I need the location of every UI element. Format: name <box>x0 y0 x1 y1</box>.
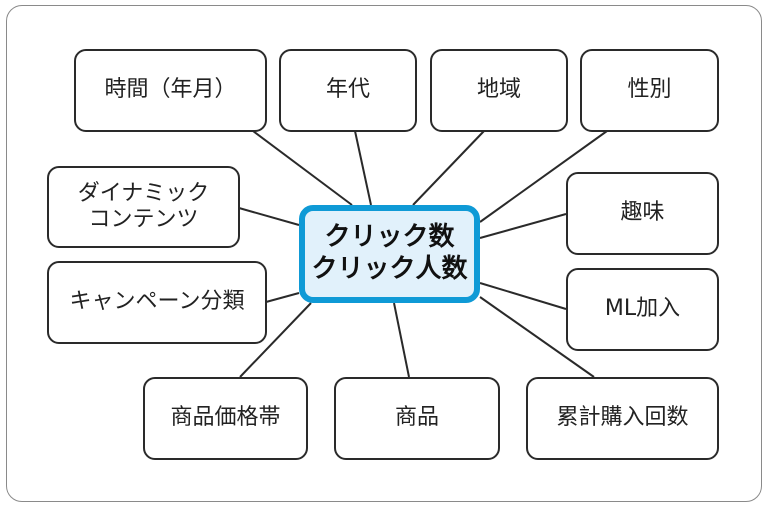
edge-product <box>393 302 410 378</box>
node-purchase-count: 累計購入回数 <box>526 377 719 460</box>
node-dynamic-content: ダイナミック コンテンツ <box>47 166 240 248</box>
edge-price-range <box>239 302 312 378</box>
node-product: 商品 <box>334 377 500 460</box>
edge-purchase-count <box>479 296 595 378</box>
edge-time <box>252 130 353 206</box>
node-campaign-category: キャンペーン分類 <box>47 261 267 344</box>
node-gender: 性別 <box>580 49 719 132</box>
edge-campaign-category <box>265 292 300 303</box>
edge-age <box>354 130 372 206</box>
edge-region <box>412 130 485 206</box>
node-region: 地域 <box>430 49 568 132</box>
node-ml-signup: ML加入 <box>566 268 719 351</box>
edge-ml-signup <box>479 282 567 310</box>
node-hobby: 趣味 <box>566 172 719 255</box>
edge-gender <box>479 130 608 223</box>
edge-hobby <box>479 213 567 239</box>
center-node: クリック数 クリック人数 <box>299 205 480 303</box>
edge-dynamic-content <box>238 207 300 226</box>
node-age: 年代 <box>279 49 417 132</box>
node-time: 時間（年月） <box>74 49 267 132</box>
node-price-range: 商品価格帯 <box>143 377 308 460</box>
